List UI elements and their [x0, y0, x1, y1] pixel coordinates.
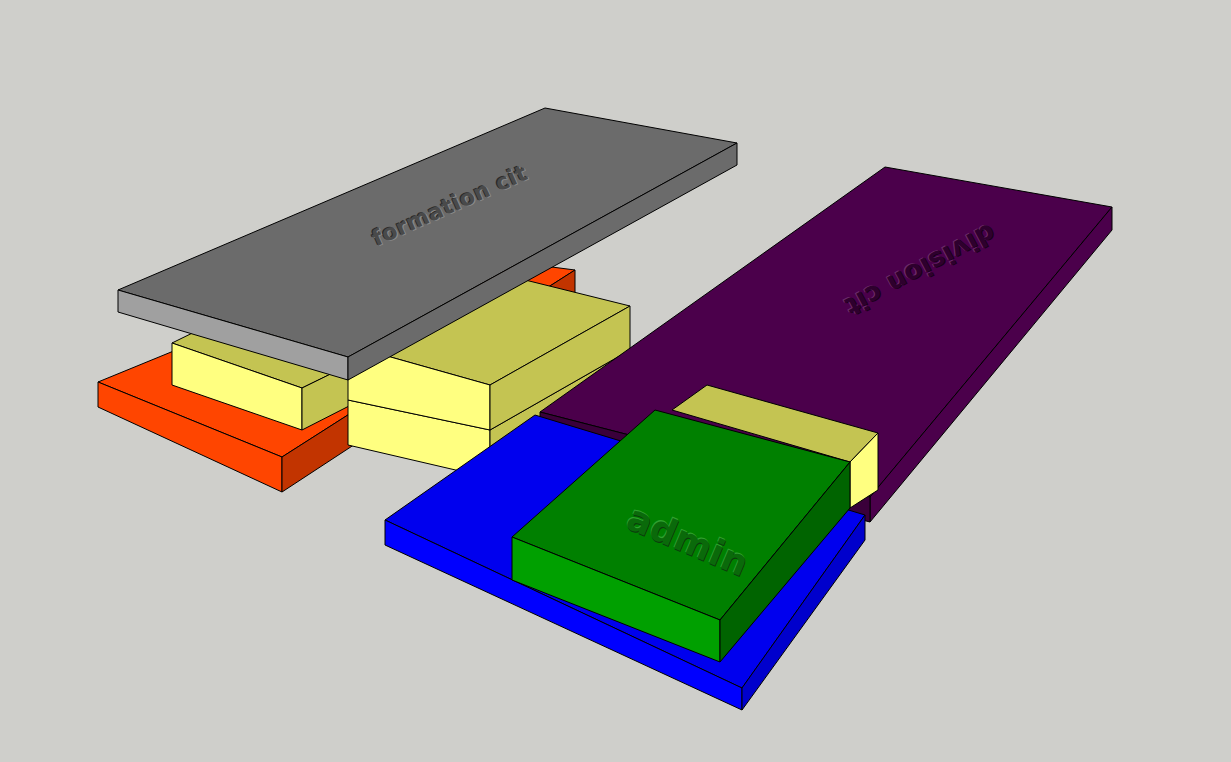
green-block — [512, 410, 850, 662]
